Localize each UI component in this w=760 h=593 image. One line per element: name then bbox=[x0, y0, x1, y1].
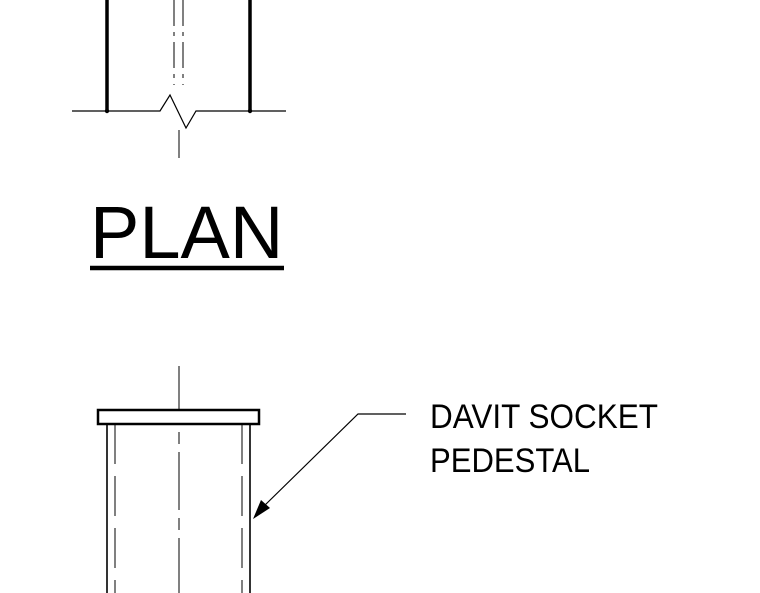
leader-line bbox=[261, 413, 406, 509]
elevation-view bbox=[96, 366, 261, 593]
callout-leader bbox=[253, 413, 406, 519]
callout-text-line2: PEDESTAL bbox=[430, 442, 590, 480]
plan-break-line bbox=[72, 93, 286, 130]
plan-left-wall-end bbox=[104, 108, 110, 114]
callout-text-line1: DAVIT SOCKET bbox=[430, 398, 658, 436]
plan-right-wall-end bbox=[247, 108, 253, 114]
plan-title: PLAN bbox=[90, 191, 283, 274]
plan-view bbox=[72, 0, 286, 158]
top-plate bbox=[96, 408, 261, 426]
leader-arrowhead bbox=[253, 500, 270, 519]
